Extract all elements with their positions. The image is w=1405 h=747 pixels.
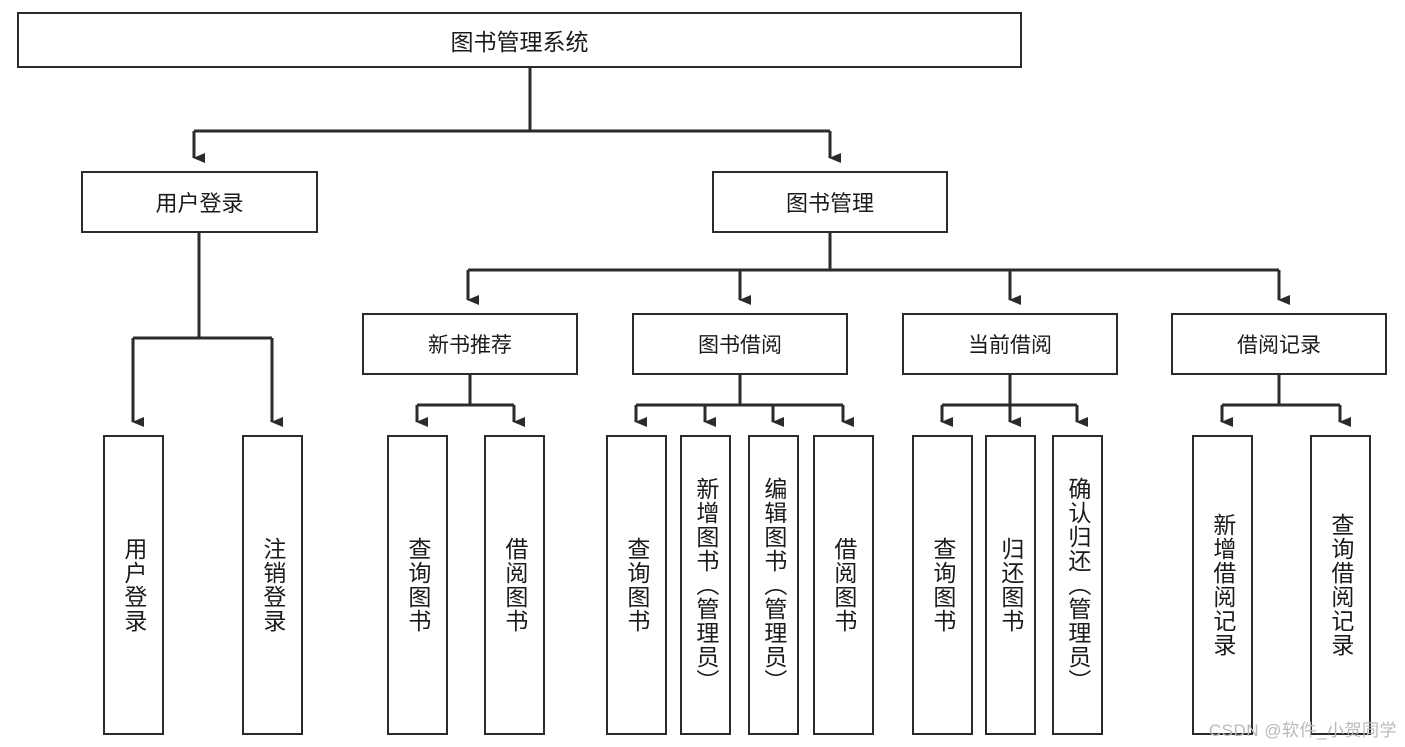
leaf-borrow-add-book-admin[interactable]: 新增图书（管理员） xyxy=(680,435,731,735)
leaf-new-book-query[interactable]: 查询图书 xyxy=(387,435,448,735)
watermark: CSDN @软件_小贺同学 xyxy=(1208,721,1397,740)
node-root-system[interactable]: 图书管理系统 xyxy=(17,12,1022,68)
leaf-record-add-record[interactable]: 新增借阅记录 xyxy=(1192,435,1253,735)
leaf-current-return-book[interactable]: 归还图书 xyxy=(985,435,1036,735)
node-book-management[interactable]: 图书管理 xyxy=(712,171,948,233)
node-label: 图书管理 xyxy=(785,191,874,216)
leaf-label: 新增借阅记录 xyxy=(1209,513,1236,657)
node-label: 图书管理系统 xyxy=(450,29,589,55)
leaf-label: 注销登录 xyxy=(259,537,286,633)
leaf-borrow-query-book[interactable]: 查询图书 xyxy=(606,435,667,735)
node-label: 用户登录 xyxy=(155,191,244,216)
node-label: 当前借阅 xyxy=(968,334,1052,357)
node-new-book-recommend[interactable]: 新书推荐 xyxy=(362,313,578,375)
leaf-label: 归还图书 xyxy=(997,537,1024,633)
leaf-label: 查询图书 xyxy=(929,537,956,633)
leaf-label: 查询借阅记录 xyxy=(1327,513,1354,657)
node-label: 图书借阅 xyxy=(698,334,782,357)
leaf-label: 查询图书 xyxy=(404,537,431,633)
leaf-label: 借阅图书 xyxy=(501,537,528,633)
leaf-current-confirm-return-admin[interactable]: 确认归还（管理员） xyxy=(1052,435,1103,735)
leaf-current-query-book[interactable]: 查询图书 xyxy=(912,435,973,735)
leaf-label: 用户登录 xyxy=(120,537,147,633)
node-book-borrow[interactable]: 图书借阅 xyxy=(632,313,848,375)
leaf-label: 确认归还（管理员） xyxy=(1064,477,1091,693)
leaf-label: 编辑图书（管理员） xyxy=(760,477,787,693)
leaf-borrow-borrow-book[interactable]: 借阅图书 xyxy=(813,435,874,735)
node-borrow-record[interactable]: 借阅记录 xyxy=(1171,313,1387,375)
leaf-new-book-borrow[interactable]: 借阅图书 xyxy=(484,435,545,735)
leaf-user-login-login[interactable]: 用户登录 xyxy=(103,435,164,735)
leaf-label: 查询图书 xyxy=(623,537,650,633)
node-label: 借阅记录 xyxy=(1237,334,1321,357)
leaf-borrow-edit-book-admin[interactable]: 编辑图书（管理员） xyxy=(748,435,799,735)
node-user-login[interactable]: 用户登录 xyxy=(81,171,318,233)
leaf-label: 借阅图书 xyxy=(830,537,857,633)
node-current-borrow[interactable]: 当前借阅 xyxy=(902,313,1118,375)
leaf-user-login-logout[interactable]: 注销登录 xyxy=(242,435,303,735)
leaf-record-query-record[interactable]: 查询借阅记录 xyxy=(1310,435,1371,735)
node-label: 新书推荐 xyxy=(428,334,512,357)
leaf-label: 新增图书（管理员） xyxy=(692,477,719,693)
